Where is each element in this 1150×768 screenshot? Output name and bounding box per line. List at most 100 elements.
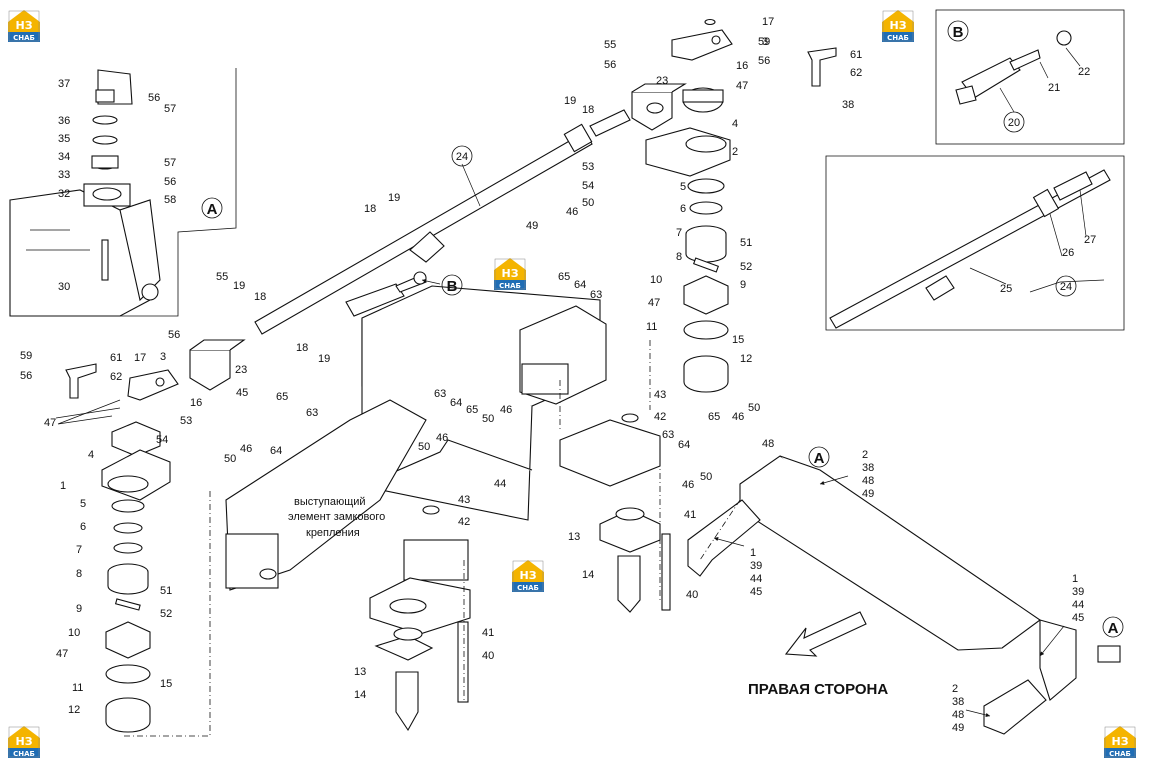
- svg-text:элемент замкового: элемент замкового: [288, 511, 385, 523]
- svg-text:СНАБ: СНАБ: [517, 584, 539, 592]
- part-label: 43: [458, 494, 470, 506]
- part-label: 2: [732, 146, 738, 158]
- svg-text:24: 24: [456, 151, 468, 163]
- svg-text:49: 49: [952, 722, 964, 734]
- part-label: 8: [76, 568, 82, 580]
- part-label: 10: [650, 274, 662, 286]
- part-label: 55: [216, 271, 228, 283]
- part-label: 32: [58, 188, 70, 200]
- logo-stamp-3: НЗ СНАБ: [493, 257, 527, 291]
- part-label: 52: [740, 261, 752, 273]
- part-label: 30: [58, 281, 70, 293]
- part-label: 35: [58, 133, 70, 145]
- part-label: 37: [58, 78, 70, 90]
- part-label: 19: [564, 95, 576, 107]
- svg-text:38: 38: [862, 462, 874, 474]
- part-label: 36: [58, 115, 70, 127]
- stabilizer-shaft: [254, 109, 631, 335]
- part-label: 50: [700, 471, 712, 483]
- locking-element-note: выступающий элемент замкового крепления: [288, 496, 385, 539]
- part-label: 14: [582, 569, 594, 581]
- part-labels: 37 36 35 34 33 32 30 56 57 57 56 58 18 1…: [20, 16, 1096, 716]
- ref-circle-24: 24: [451, 145, 473, 167]
- part-label: 56: [20, 370, 32, 382]
- part-label: 63: [590, 289, 602, 301]
- shaft-25: [829, 169, 1111, 329]
- svg-text:45: 45: [1072, 612, 1084, 624]
- callout-group-right: 1 39 44 45: [1072, 573, 1084, 624]
- part-label: 65: [276, 391, 288, 403]
- part-label: 65: [466, 404, 478, 416]
- part-label: 16: [190, 397, 202, 409]
- svg-text:A: A: [1108, 620, 1119, 637]
- svg-text:A: A: [207, 201, 218, 218]
- view-ref-b-main: B: [441, 274, 463, 296]
- part-label: 61: [850, 49, 862, 61]
- part-label: 3: [160, 351, 166, 363]
- svg-text:НЗ: НЗ: [1111, 735, 1128, 748]
- part-label: 41: [482, 627, 494, 639]
- callout-group-bottom: 2 38 48 49: [952, 683, 964, 734]
- part-label: 9: [76, 603, 82, 615]
- detail-a-frame: [10, 68, 237, 317]
- view-ref-a-frame-1: A: [808, 446, 830, 468]
- part-label: 51: [740, 237, 752, 249]
- part-label: 47: [648, 297, 660, 309]
- view-ref-a-frame-2: A: [1102, 616, 1124, 638]
- part-label: 56: [604, 59, 616, 71]
- part-label: 38: [842, 99, 854, 111]
- part-label: 44: [494, 478, 506, 490]
- part-label: 58: [164, 194, 176, 206]
- part-label: 57: [164, 157, 176, 169]
- part-label: 53: [180, 415, 192, 427]
- view-ref-b-inset: B: [947, 20, 969, 42]
- svg-text:48: 48: [862, 475, 874, 487]
- part-label: 8: [676, 251, 682, 263]
- part-label: 64: [270, 445, 282, 457]
- part-label: 17: [134, 352, 146, 364]
- part-label: 46: [566, 206, 578, 218]
- part-label: 15: [160, 678, 172, 690]
- callout-group-mid: 1 39 44 45: [750, 547, 762, 598]
- svg-text:СНАБ: СНАБ: [13, 750, 35, 758]
- ref-circle-20: 20: [1003, 111, 1025, 133]
- part-label: 10: [68, 627, 80, 639]
- svg-text:НЗ: НЗ: [15, 735, 32, 748]
- part-label: 65: [558, 271, 570, 283]
- svg-text:48: 48: [952, 709, 964, 721]
- logo-stamp-1: НЗ СНАБ: [7, 9, 41, 43]
- part-label: 46: [500, 404, 512, 416]
- logo-stamp-6: НЗ СНАБ: [1103, 725, 1137, 759]
- frame-body: [225, 285, 607, 591]
- svg-text:НЗ: НЗ: [889, 19, 906, 32]
- part-label: 45: [236, 387, 248, 399]
- part-label: 1: [60, 480, 66, 492]
- part-label: 9: [740, 279, 746, 291]
- part-label: 56: [168, 329, 180, 341]
- part-label: 61: [110, 352, 122, 364]
- part-label: 12: [68, 704, 80, 716]
- part-label: 25: [1000, 283, 1012, 295]
- assembly-13-left: [369, 505, 471, 732]
- logo-stamp-5: НЗ СНАБ: [7, 725, 41, 759]
- svg-text:49: 49: [862, 488, 874, 500]
- part-label: 13: [568, 531, 580, 543]
- part-label: 7: [676, 227, 682, 239]
- svg-text:2: 2: [862, 449, 868, 461]
- svg-text:1: 1: [1072, 573, 1078, 585]
- part-label: 53: [582, 161, 594, 173]
- direction-arrow: [784, 611, 867, 657]
- svg-text:A: A: [814, 450, 825, 467]
- part-label: 14: [354, 689, 366, 701]
- cylinder-detail-b: [955, 30, 1072, 105]
- part-label: 55: [604, 39, 616, 51]
- svg-text:СНАБ: СНАБ: [499, 282, 521, 290]
- part-label: 52: [160, 608, 172, 620]
- part-label: 57: [164, 103, 176, 115]
- svg-text:НЗ: НЗ: [501, 267, 518, 280]
- part-label: 62: [110, 371, 122, 383]
- part-label: 18: [296, 342, 308, 354]
- part-label: 23: [235, 364, 247, 376]
- svg-text:39: 39: [750, 560, 762, 572]
